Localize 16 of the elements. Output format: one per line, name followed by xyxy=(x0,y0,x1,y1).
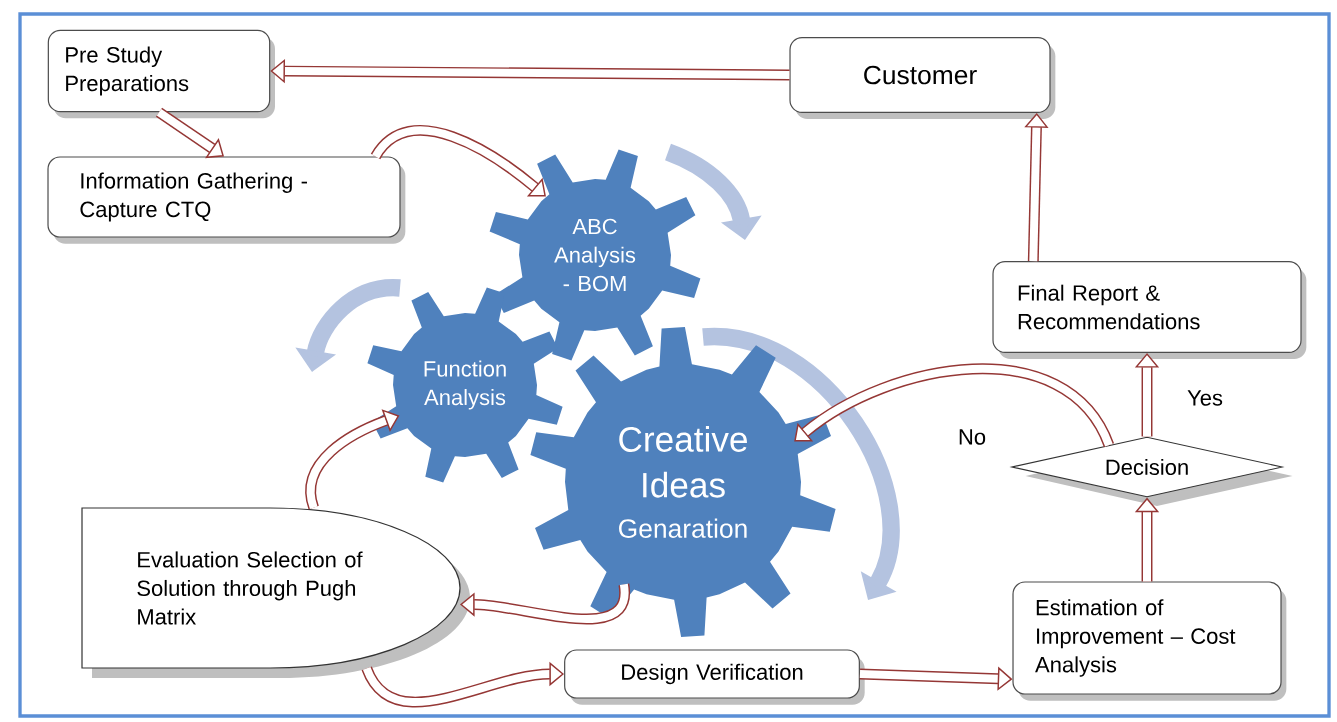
process-box: Customer xyxy=(789,37,1056,119)
process-box: Design Verification xyxy=(564,649,865,705)
process-box: Final Report & Recommendations xyxy=(992,261,1307,359)
block-arrow xyxy=(794,363,1114,448)
process-box: Information Gathering - Capture CTQ xyxy=(47,156,406,244)
block-arrow xyxy=(305,409,400,510)
node-label: Function Analysis xyxy=(424,360,506,410)
process-box: Estimation of Improvement – Cost Analysis xyxy=(1012,581,1287,701)
edge-label: No xyxy=(956,428,988,446)
block-arrow xyxy=(371,125,546,197)
process-box: Pre Study Preparations xyxy=(47,29,275,119)
edge-label: Yes xyxy=(1185,389,1225,407)
gear: Creative Ideas Genaration xyxy=(530,327,836,637)
block-arrow xyxy=(155,107,224,159)
gear: Function Analysis xyxy=(367,287,563,483)
gear: ABC Analysis - BOM xyxy=(489,149,701,361)
